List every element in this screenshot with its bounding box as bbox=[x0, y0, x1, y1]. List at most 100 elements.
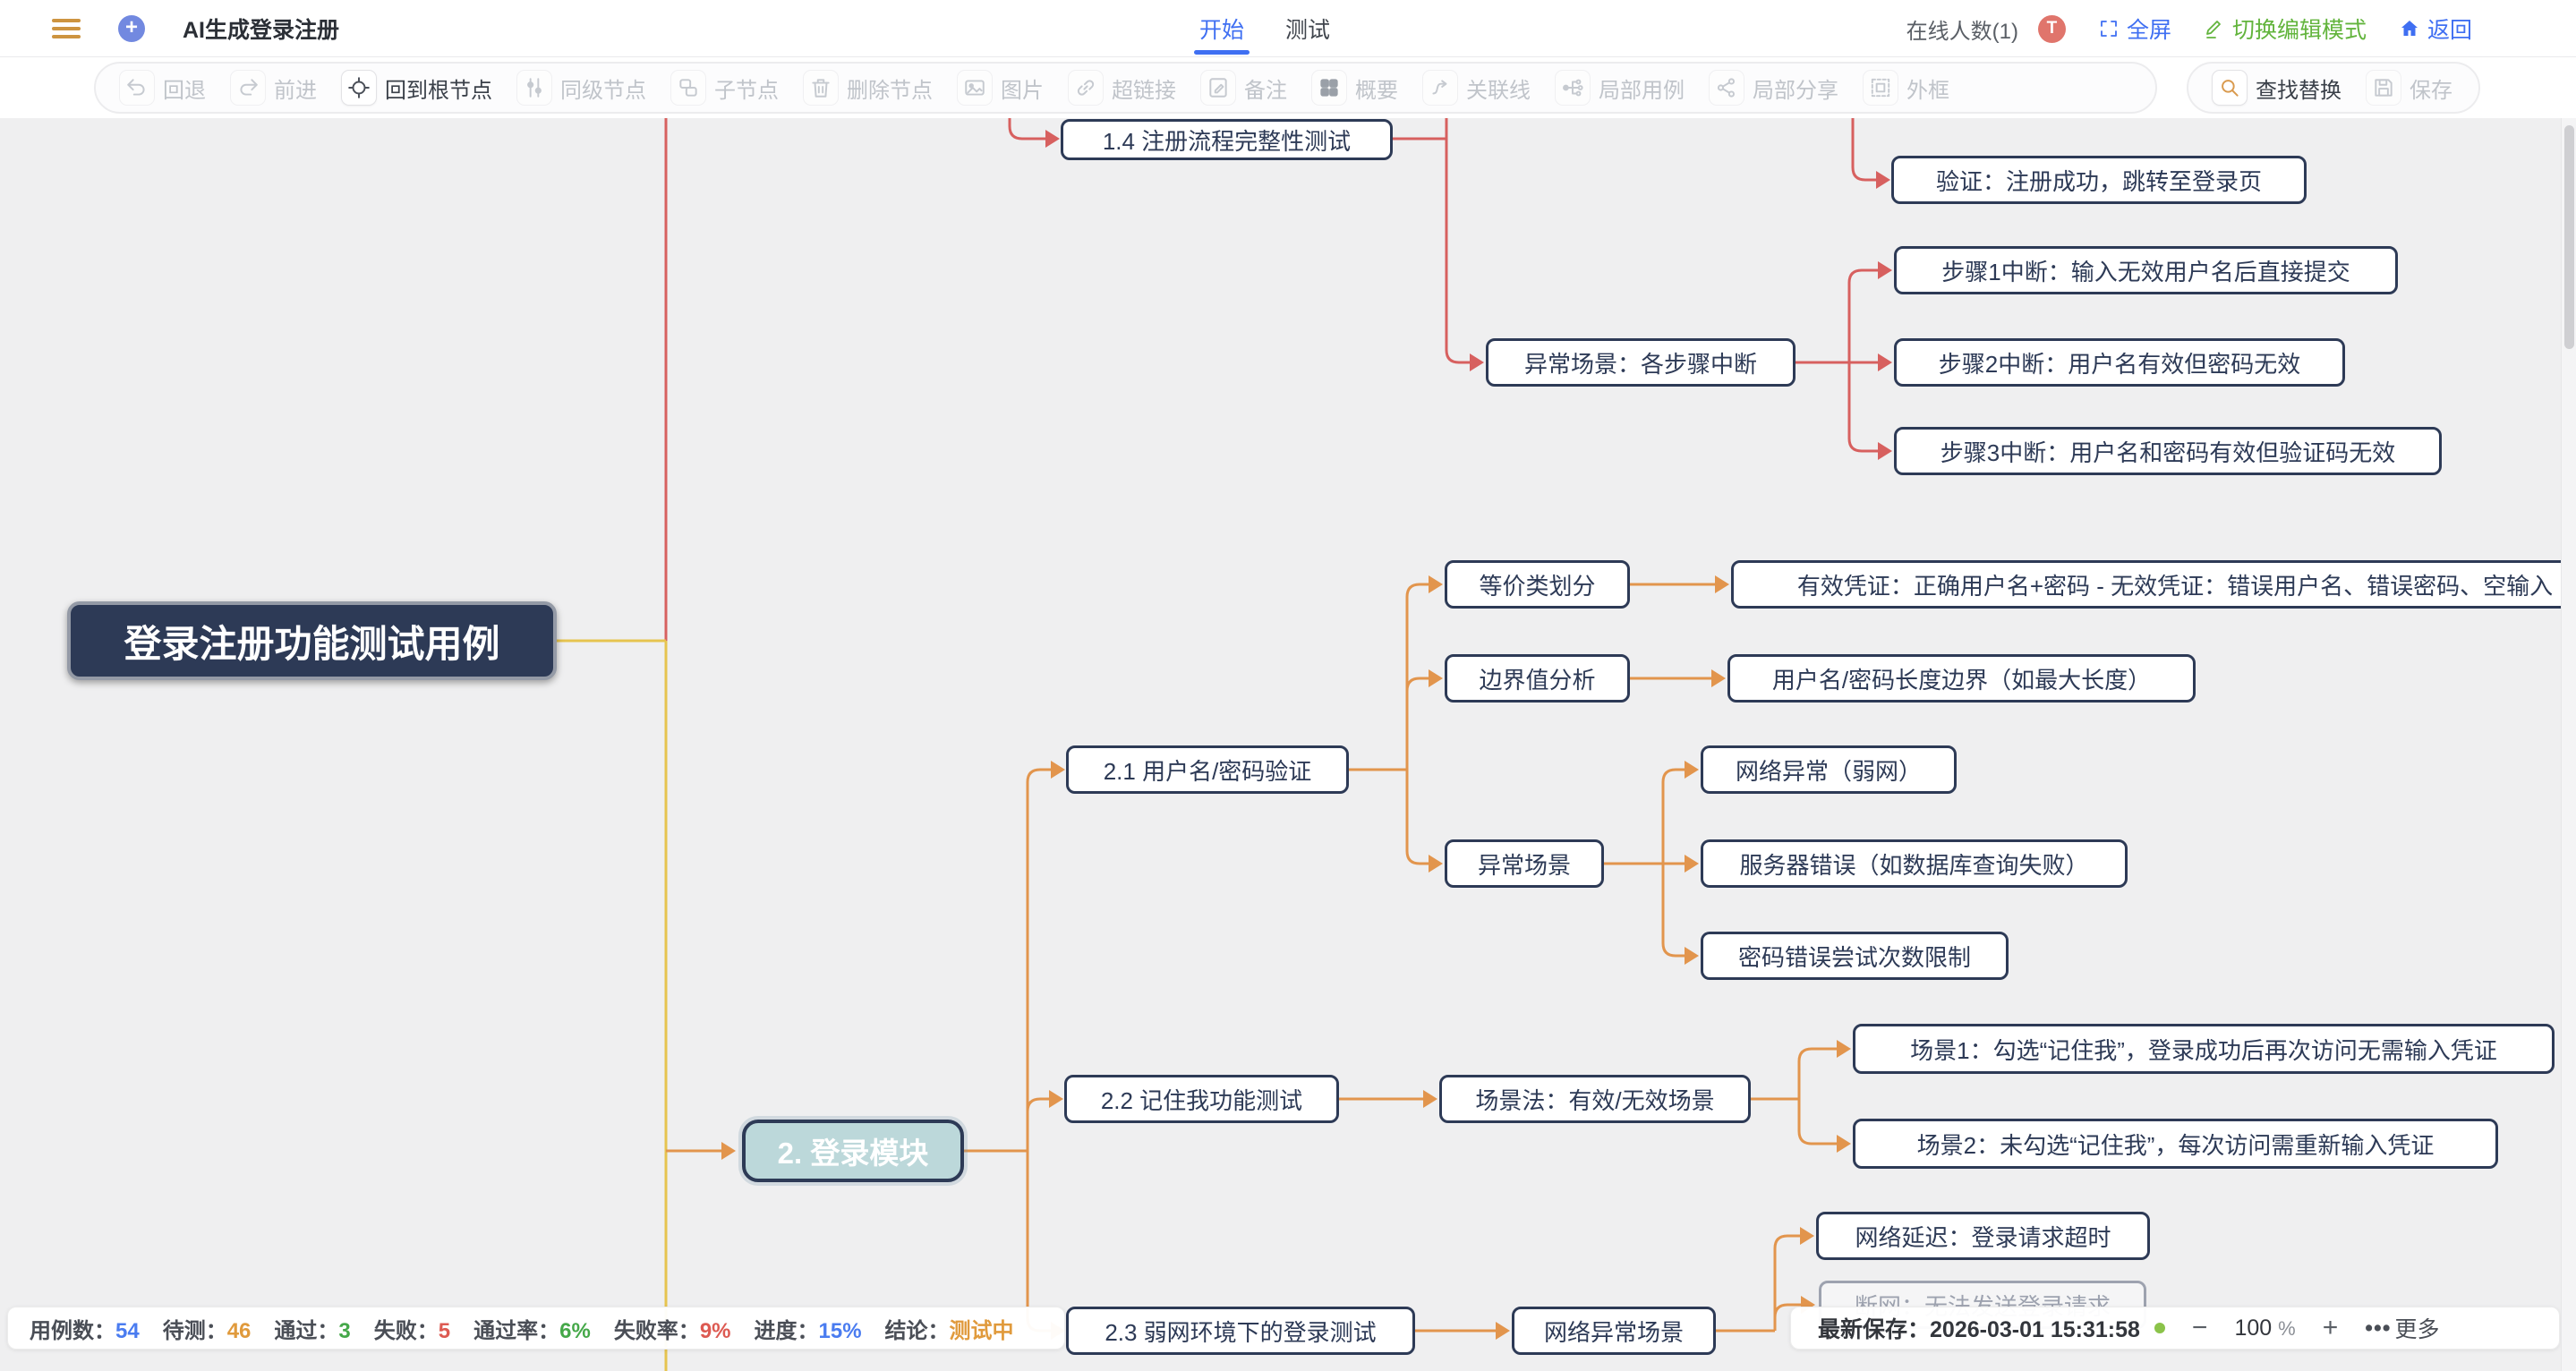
mindmap-node-pwdlimit[interactable]: 密码错误尝试次数限制 bbox=[1701, 932, 2009, 980]
redo-icon bbox=[230, 70, 266, 106]
status-metric-进度: 进度：15% bbox=[754, 1318, 862, 1343]
mindmap-connectors bbox=[557, 118, 1892, 1371]
tab-test[interactable]: 测试 bbox=[1285, 18, 1331, 43]
toolbar-button-label: 回退 bbox=[163, 78, 206, 103]
mindmap-node-step1[interactable]: 步骤1中断：输入无效用户名后直接提交 bbox=[1894, 246, 2398, 294]
mindmap-node-module2[interactable]: 2. 登录模块 bbox=[742, 1120, 964, 1182]
more-button[interactable]: ••• 更多 bbox=[2365, 1315, 2440, 1343]
toolbar-button-label: 保存 bbox=[2410, 78, 2452, 103]
edit-mode-toggle[interactable]: 切换编辑模式 bbox=[2204, 13, 2367, 45]
mindmap-node-netabn[interactable]: 网络异常场景 bbox=[1512, 1307, 1716, 1355]
mindmap-canvas[interactable]: 登录注册功能测试用例 1.4 注册流程完整性测试验证：注册成功，跳转至登录页步骤1… bbox=[0, 118, 2576, 1371]
child-node-icon bbox=[670, 70, 706, 106]
zoom-out-button[interactable]: − bbox=[2191, 1313, 2208, 1342]
toolbar-button-local-usecase[interactable]: 局部用例 bbox=[1555, 70, 1685, 106]
mindmap-node-n22[interactable]: 2.2 记住我功能测试 bbox=[1064, 1075, 1339, 1123]
toolbar-button-link[interactable]: 超链接 bbox=[1068, 70, 1176, 106]
toolbar-button-trash[interactable]: 删除节点 bbox=[803, 70, 933, 106]
undo-icon bbox=[119, 70, 155, 106]
avatar[interactable]: T bbox=[2037, 14, 2066, 43]
mindmap-node-scenm[interactable]: 场景法：有效/无效场景 bbox=[1439, 1075, 1751, 1123]
home-icon bbox=[2399, 18, 2420, 39]
mindmap-node-step2[interactable]: 步骤2中断：用户名有效但密码无效 bbox=[1894, 338, 2345, 387]
mindmap-node-abn1[interactable]: 异常场景：各步骤中断 bbox=[1486, 338, 1796, 387]
toolbar: 回退 前进 回到根节点 同级节点 子节点 删除节点 图片 超链接 备注概要关联线 局部用例局部分享… bbox=[0, 58, 2576, 118]
saved-status-dot bbox=[2154, 1323, 2165, 1333]
fullscreen-icon bbox=[2098, 18, 2120, 39]
toolbar-button-outer-frame[interactable]: 外框 bbox=[1863, 70, 1949, 106]
vertical-scrollbar[interactable] bbox=[2561, 118, 2576, 1371]
toolbar-button-undo[interactable]: 回退 bbox=[119, 70, 206, 106]
toolbar-button-relation-line[interactable]: 关联线 bbox=[1422, 70, 1531, 106]
search-icon bbox=[2212, 70, 2248, 106]
toolbar-button-child-node[interactable]: 子节点 bbox=[670, 70, 779, 106]
toolbar-button-save[interactable]: 保存 bbox=[2366, 70, 2452, 106]
mindmap-node-boundary[interactable]: 边界值分析 bbox=[1445, 654, 1630, 703]
mindmap-node-n14[interactable]: 1.4 注册流程完整性测试 bbox=[1061, 119, 1393, 160]
toolbar-button-label: 备注 bbox=[1244, 78, 1287, 103]
tab-start[interactable]: 开始 bbox=[1193, 0, 1250, 57]
relation-line-icon bbox=[1422, 70, 1458, 106]
mindmap-node-server[interactable]: 服务器错误（如数据库查询失败） bbox=[1701, 839, 2128, 888]
sibling-node-icon bbox=[516, 70, 552, 106]
mindmap-node-abn2[interactable]: 异常场景 bbox=[1445, 839, 1604, 888]
pencil-icon bbox=[2204, 18, 2225, 39]
toolbar-button-label: 删除节点 bbox=[847, 78, 933, 103]
toolbar-button-search[interactable]: 查找替换 bbox=[2212, 70, 2341, 106]
mindmap-node-step3[interactable]: 步骤3中断：用户名和密码有效但验证码无效 bbox=[1894, 427, 2442, 475]
toolbar-button-local-share[interactable]: 局部分享 bbox=[1709, 70, 1838, 106]
zoom-level: 100 % bbox=[2234, 1315, 2296, 1341]
toolbar-button-label: 图片 bbox=[1001, 78, 1044, 103]
status-metric-结论: 结论：测试中 bbox=[884, 1318, 1014, 1343]
toolbar-button-sibling-node[interactable]: 同级节点 bbox=[516, 70, 646, 106]
toolbar-button-label: 外框 bbox=[1906, 78, 1949, 103]
document-title: AI生成登录注册 bbox=[183, 18, 340, 43]
toolbar-button-crosshair[interactable]: 回到根节点 bbox=[341, 70, 492, 106]
ribbon-tabs: 开始 测试 bbox=[1193, 0, 1331, 57]
toolbar-button-redo[interactable]: 前进 bbox=[230, 70, 317, 106]
outer-frame-icon bbox=[1863, 70, 1898, 106]
zoom-in-button[interactable]: + bbox=[2322, 1313, 2339, 1342]
more-dots-icon: ••• bbox=[2365, 1315, 2392, 1341]
fullscreen-button[interactable]: 全屏 bbox=[2098, 13, 2171, 45]
status-metric-通过: 通过：3 bbox=[274, 1318, 351, 1343]
toolbar-button-label: 查找替换 bbox=[2256, 78, 2341, 103]
status-metric-失败: 失败：5 bbox=[373, 1318, 451, 1343]
mindmap-node-verify[interactable]: 验证：注册成功，跳转至登录页 bbox=[1891, 156, 2307, 204]
crosshair-icon bbox=[341, 70, 377, 106]
save-icon bbox=[2366, 70, 2401, 106]
local-usecase-icon bbox=[1555, 70, 1591, 106]
scrollbar-thumb[interactable] bbox=[2564, 125, 2574, 349]
toolbar-button-summary[interactable]: 概要 bbox=[1311, 70, 1398, 106]
toolbar-button-label: 前进 bbox=[274, 78, 317, 103]
mindmap-node-eq[interactable]: 等价类划分 bbox=[1445, 560, 1630, 609]
mindmap-node-root[interactable]: 登录注册功能测试用例 bbox=[67, 601, 557, 680]
save-zoom-bar: 最新保存：2026-03-01 15:31:58 − 100 % + ••• 更… bbox=[1790, 1307, 2560, 1350]
toolbar-button-label: 回到根节点 bbox=[385, 78, 492, 103]
toolbar-button-label: 同级节点 bbox=[560, 78, 646, 103]
mindmap-node-delay[interactable]: 网络延迟：登录请求超时 bbox=[1816, 1212, 2150, 1260]
toolbar-button-note[interactable]: 备注 bbox=[1200, 70, 1287, 106]
mindmap-node-weak1[interactable]: 网络异常（弱网） bbox=[1701, 745, 1957, 794]
mindmap-node-lenb[interactable]: 用户名/密码长度边界（如最大长度） bbox=[1727, 654, 2196, 703]
mindmap-node-valid[interactable]: 有效凭证：正确用户名+密码 - 无效凭证：错误用户名、错误密码、空输入 bbox=[1731, 560, 2576, 609]
toolbar-button-label: 局部用例 bbox=[1599, 78, 1685, 103]
image-icon bbox=[957, 70, 993, 106]
toolbar-button-image[interactable]: 图片 bbox=[957, 70, 1044, 106]
toolbar-button-label: 子节点 bbox=[714, 78, 779, 103]
online-count: 在线人数(1) bbox=[1906, 19, 2018, 44]
mindmap-node-n23[interactable]: 2.3 弱网环境下的登录测试 bbox=[1066, 1307, 1415, 1355]
toolbar-group-main: 回退 前进 回到根节点 同级节点 子节点 删除节点 图片 超链接 备注概要关联线 局部用例局部分享… bbox=[94, 62, 2157, 114]
note-icon bbox=[1200, 70, 1236, 106]
mindmap-node-n21[interactable]: 2.1 用户名/密码验证 bbox=[1066, 745, 1349, 794]
status-metric-待测: 待测：46 bbox=[162, 1318, 252, 1343]
mindmap-node-scen2[interactable]: 场景2：未勾选“记住我”，每次访问需重新输入凭证 bbox=[1853, 1119, 2498, 1169]
menu-icon[interactable] bbox=[52, 19, 81, 38]
link-icon bbox=[1068, 70, 1104, 106]
add-icon[interactable]: + bbox=[118, 15, 145, 42]
mindmap-node-scen1[interactable]: 场景1：勾选“记住我”，登录成功后再次访问无需输入凭证 bbox=[1853, 1024, 2555, 1074]
toolbar-button-label: 超链接 bbox=[1112, 78, 1176, 103]
back-button[interactable]: 返回 bbox=[2399, 13, 2472, 45]
